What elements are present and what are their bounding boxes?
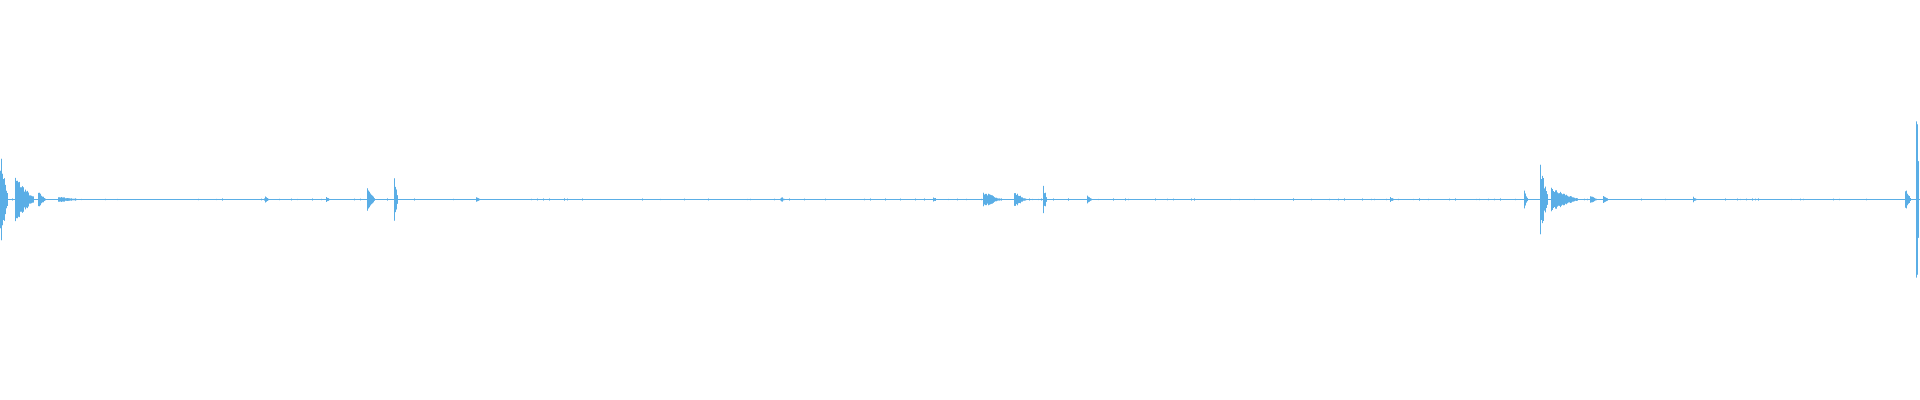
waveform-peaks [0, 121, 1919, 278]
